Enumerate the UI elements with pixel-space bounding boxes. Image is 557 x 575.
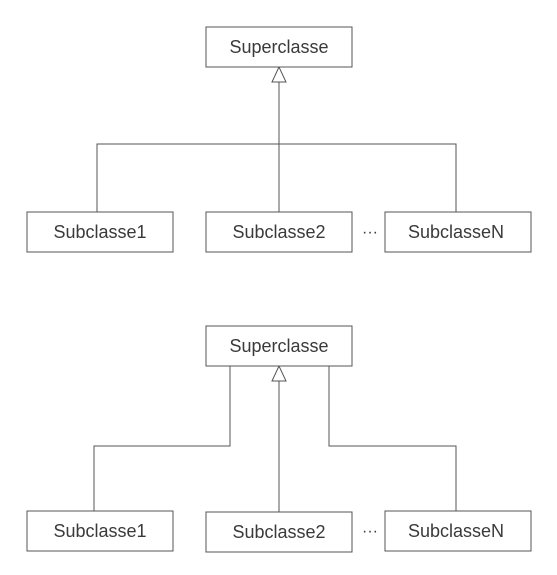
superclass-label: Superclasse xyxy=(229,37,328,57)
subclass-box-1[interactable]: Subclasse1 xyxy=(26,510,174,552)
subclass-box-n[interactable]: SubclasseN xyxy=(384,211,532,253)
subclass-label: Subclasse2 xyxy=(232,522,325,542)
superclass-box[interactable]: Superclasse xyxy=(205,325,353,367)
subclass-label: Subclasse2 xyxy=(232,222,325,242)
subclass-box-n[interactable]: SubclasseN xyxy=(384,510,532,552)
subclass-box-1[interactable]: Subclasse1 xyxy=(26,211,174,253)
inheritance-diagram-2: Superclasse Subclasse1 Subclasse2 ··· Su… xyxy=(26,325,532,553)
subclass-label: Subclasse1 xyxy=(53,521,146,541)
inheritance-arrowhead xyxy=(271,364,287,382)
subclass-label: Subclasse1 xyxy=(53,222,146,242)
ellipsis: ··· xyxy=(362,523,378,540)
subclass-label: SubclasseN xyxy=(408,521,504,541)
superclass-box[interactable]: Superclasse xyxy=(205,26,353,68)
subclass-box-2[interactable]: Subclasse2 xyxy=(205,211,353,253)
superclass-label: Superclasse xyxy=(229,336,328,356)
connector-left xyxy=(93,366,231,512)
connector-right xyxy=(328,366,457,512)
ellipsis: ··· xyxy=(362,224,378,241)
subclass-label: SubclasseN xyxy=(408,222,504,242)
inheritance-arrowhead xyxy=(271,65,287,83)
inheritance-diagram-1: Superclasse Subclasse1 Subclasse2 ··· Su… xyxy=(26,26,532,253)
connector-branches xyxy=(96,143,457,212)
subclass-box-2[interactable]: Subclasse2 xyxy=(205,511,353,553)
